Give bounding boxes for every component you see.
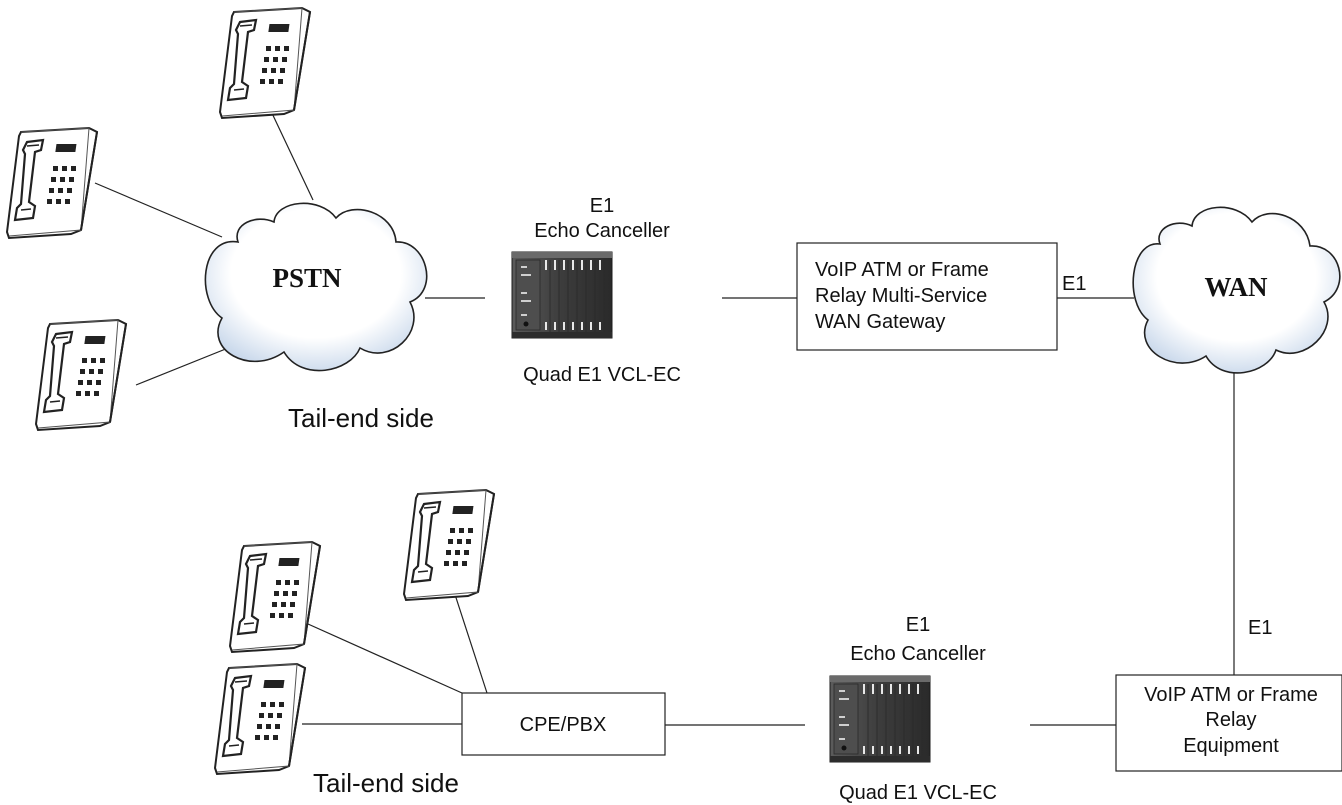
telephone-icon bbox=[228, 540, 322, 654]
relay-equipment-box: VoIP ATM or Frame Relay Equipment bbox=[1115, 674, 1342, 772]
echo-canceller-rack-icon bbox=[511, 251, 613, 339]
gateway-line-3: WAN Gateway bbox=[815, 311, 945, 333]
bottom-echo-canceller-title: Echo Canceller bbox=[850, 643, 986, 665]
gateway-line-2: Relay Multi-Service bbox=[815, 285, 987, 307]
link-phone-left-pstn bbox=[94, 182, 223, 238]
bottom-echo-canceller-title-e1: E1 bbox=[906, 614, 930, 636]
pstn-cloud: PSTN bbox=[204, 202, 428, 372]
gateway-line-1: VoIP ATM or Frame bbox=[815, 259, 989, 281]
link-phone-a-pbx bbox=[307, 623, 463, 694]
telephone-icon bbox=[402, 488, 496, 602]
echo-canceller-rack-icon bbox=[829, 675, 931, 763]
telephone-icon bbox=[218, 6, 312, 120]
wan-gateway-box: VoIP ATM or Frame Relay Multi-Service WA… bbox=[796, 242, 1058, 351]
wan-label: WAN bbox=[1204, 272, 1268, 302]
wan-equipment-link-label: E1 bbox=[1248, 617, 1272, 639]
bottom-echo-canceller-caption: Quad E1 VCL-EC bbox=[839, 782, 997, 804]
top-echo-canceller-caption: Quad E1 VCL-EC bbox=[523, 364, 681, 386]
top-echo-canceller-title: Echo Canceller bbox=[534, 220, 670, 242]
telephone-icon bbox=[34, 318, 128, 432]
equipment-line-1: VoIP ATM or Frame bbox=[1144, 684, 1318, 706]
telephone-icon bbox=[213, 662, 307, 776]
wan-cloud: WAN bbox=[1132, 206, 1341, 374]
top-echo-canceller: E1 Echo Canceller Quad E1 VCL-EC bbox=[511, 195, 681, 386]
top-tail-end-label: Tail-end side bbox=[288, 403, 434, 433]
bottom-tail-end-label: Tail-end side bbox=[313, 768, 459, 798]
cpe-pbx-box: CPE/PBX bbox=[461, 692, 666, 756]
telephone-icon bbox=[5, 126, 99, 240]
pstn-label: PSTN bbox=[272, 263, 342, 293]
bottom-echo-canceller: E1 Echo Canceller Quad E1 VCL-EC bbox=[829, 614, 997, 804]
top-echo-canceller-title-e1: E1 bbox=[590, 195, 614, 217]
gateway-wan-link-label: E1 bbox=[1062, 273, 1086, 295]
equipment-line-2: Relay bbox=[1205, 709, 1256, 731]
equipment-line-3: Equipment bbox=[1183, 735, 1279, 757]
cpe-pbx-label: CPE/PBX bbox=[520, 714, 607, 736]
